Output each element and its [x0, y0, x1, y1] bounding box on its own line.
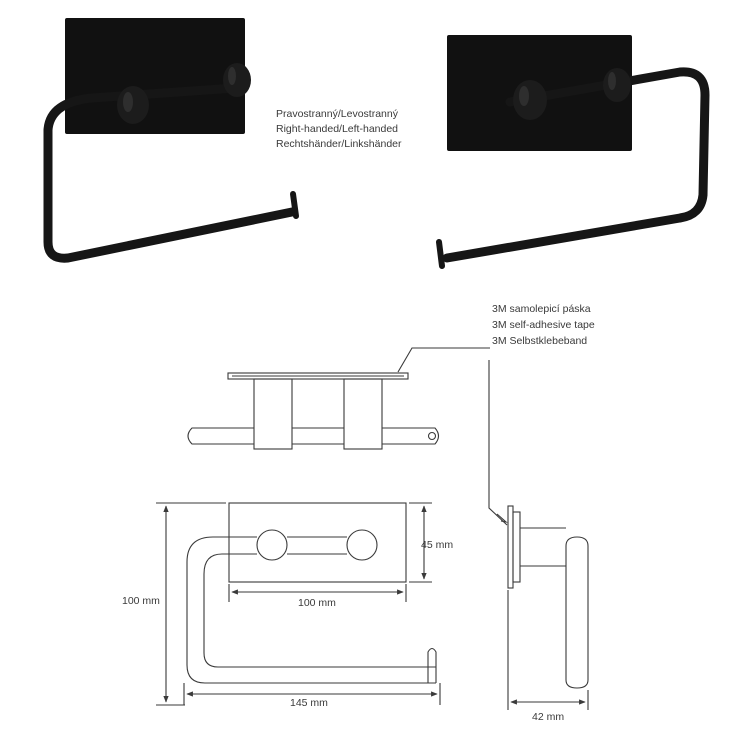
tape-label-de: 3M Selbstklebeband: [492, 335, 588, 347]
dim-depth-label: 42 mm: [532, 711, 565, 723]
tape-label-cz: 3M samolepicí páska: [492, 303, 591, 315]
bar-end-cap: [290, 191, 299, 219]
tape-label-en: 3M self-adhesive tape: [492, 319, 595, 331]
dim-total-width-label: 145 mm: [290, 697, 328, 709]
front-view-end-cap: [427, 647, 437, 683]
side-view: [488, 360, 589, 689]
front-view: [186, 502, 437, 684]
top-view-plate: [227, 372, 409, 380]
front-view-post-2: [346, 529, 378, 561]
product-photo-right-handed: [43, 18, 299, 263]
front-view-post-1: [256, 529, 288, 561]
top-view-bar: [187, 427, 440, 445]
side-view-bar: [565, 536, 589, 689]
tape-leader-line: [397, 347, 490, 373]
top-view: [187, 372, 440, 450]
side-tape-leader: [488, 360, 508, 526]
dim-plate-height-label: 45 mm: [421, 539, 454, 551]
dim-height-label: 100 mm: [122, 595, 160, 607]
handedness-label-en: Right-handed/Left-handed: [276, 123, 399, 135]
holder-bar: [442, 67, 710, 263]
product-photo-left-handed: [436, 35, 710, 269]
side-view-plate: [507, 505, 514, 589]
front-view-plate: [228, 502, 407, 583]
bar-end-cap: [436, 239, 445, 269]
handedness-label-cz: Pravostranný/Levostranný: [276, 108, 398, 120]
handedness-label-de: Rechtshänder/Linkshänder: [276, 138, 402, 150]
wall-plate: [65, 18, 245, 134]
top-view-end-hole: [427, 431, 437, 441]
holder-bar: [43, 83, 297, 263]
top-view-post-1: [253, 378, 293, 450]
front-view-bar: [186, 536, 436, 684]
top-view-post-2: [343, 378, 383, 450]
dim-plate-width-label: 100 mm: [298, 597, 336, 609]
